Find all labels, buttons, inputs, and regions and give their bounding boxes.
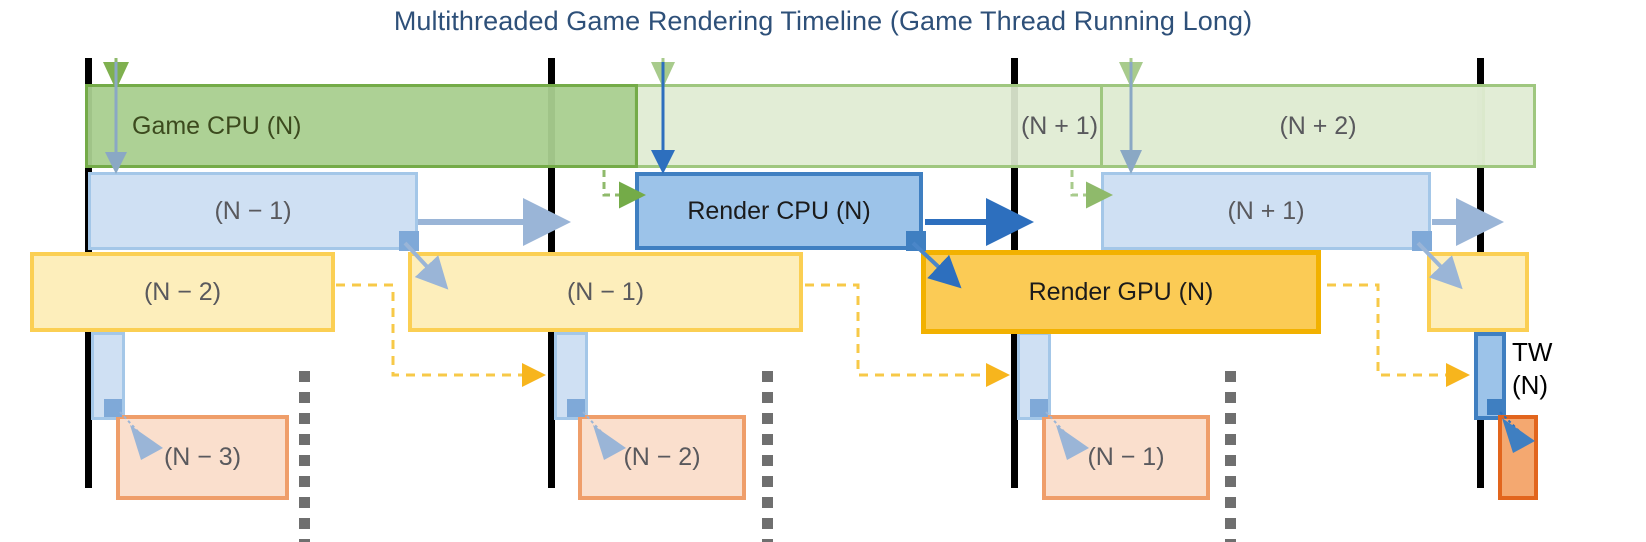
game-cpu-block-n-plus-2: (N + 2) <box>1100 84 1536 168</box>
timeline-ellipsis-separator <box>299 371 310 542</box>
timewarp-label-line1: TW <box>1512 337 1553 367</box>
render-cpu-corner-marker <box>399 231 419 251</box>
present-block-n-minus-1: (N − 1) <box>1042 415 1210 500</box>
render-gpu-block-n: Render GPU (N) <box>921 250 1321 334</box>
present-block-n <box>1498 415 1538 500</box>
block-label: Render GPU (N) <box>1028 277 1214 306</box>
timewarp-label: TW (N) <box>1512 336 1552 401</box>
block-label: (N − 2) <box>143 277 222 306</box>
block-label: (N + 2) <box>1279 111 1357 140</box>
timewarp-label-line2: (N) <box>1512 369 1549 400</box>
render-gpu-block-n-minus-1: (N − 1) <box>408 252 803 332</box>
timewarp-corner-marker <box>1487 399 1503 415</box>
render-gpu-block-n-minus-2: (N − 2) <box>30 252 335 332</box>
timewarp-corner-marker <box>1030 399 1048 417</box>
present-block-n-minus-3: (N − 3) <box>116 415 289 500</box>
render-cpu-block-n-minus-1: (N − 1) <box>88 172 418 250</box>
block-label: (N + 1) <box>1227 196 1305 225</box>
page-title: Multithreaded Game Rendering Timeline (G… <box>393 6 1253 36</box>
timewarp-corner-marker <box>567 399 585 417</box>
timeline-ellipsis-separator <box>1225 371 1236 542</box>
present-block-n-minus-2: (N − 2) <box>578 415 746 500</box>
block-label: (N − 2) <box>623 443 701 471</box>
block-label: (N − 1) <box>214 196 292 225</box>
block-label: Game CPU (N) <box>132 111 302 140</box>
game-to-render-connector-2 <box>1070 170 1113 209</box>
game-cpu-block-n: Game CPU (N) <box>85 84 638 168</box>
block-label: Render CPU (N) <box>687 196 871 225</box>
render-cpu-block-n-plus-1: (N + 1) <box>1101 172 1431 250</box>
block-label: (N − 1) <box>566 277 645 306</box>
render-cpu-corner-marker <box>906 231 926 251</box>
game-to-render-connector-1 <box>602 170 646 209</box>
timewarp-corner-marker <box>104 399 122 417</box>
block-label: (N + 1) <box>1020 111 1099 140</box>
render-gpu-block-trailing <box>1427 252 1529 332</box>
block-label: (N − 1) <box>1087 443 1165 471</box>
render-cpu-block-n: Render CPU (N) <box>635 172 923 250</box>
render-cpu-corner-marker <box>1412 231 1432 251</box>
block-label: (N − 3) <box>163 443 242 471</box>
timeline-ellipsis-separator <box>762 371 773 542</box>
